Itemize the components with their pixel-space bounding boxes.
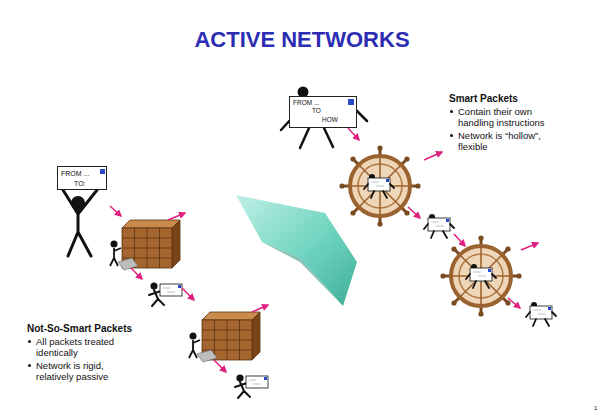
- envelope-text: FROM ...: [61, 170, 89, 177]
- ships-wheel: [339, 145, 420, 226]
- sender-figure: [63, 190, 97, 256]
- figure-limbs: [63, 190, 97, 256]
- flow-arrow: [182, 288, 194, 300]
- courier-figure: [149, 282, 182, 306]
- flow-arrow: [408, 207, 420, 218]
- flow-arrow: [521, 243, 538, 250]
- flow-arrow: [214, 360, 226, 372]
- figure-head: [111, 241, 118, 248]
- packet-walker: [526, 302, 556, 326]
- postage-stamp: [100, 169, 105, 174]
- transition-arrow-shade: [262, 242, 343, 306]
- bullet-text: Network is “hollow”, flexible: [449, 130, 559, 152]
- flow-arrow: [168, 213, 185, 220]
- figure-head: [190, 333, 197, 340]
- transition-arrow: [236, 195, 357, 306]
- packet-walker: [364, 174, 394, 198]
- slide-title: ACTIVE NETWORKS: [0, 27, 604, 53]
- bullet-text: Network is rigid, relatively passive: [27, 360, 132, 382]
- flow-arrow: [424, 152, 442, 160]
- flow-arrow: [348, 128, 359, 140]
- flow-arrow: [252, 305, 268, 312]
- smart-packet-figure: [281, 87, 367, 149]
- envelope-text: FROM ...: [293, 100, 319, 107]
- flow-arrow: [454, 234, 465, 246]
- panel-heading: Smart Packets: [449, 93, 569, 105]
- courier-figure: [235, 374, 268, 398]
- packet-walker: [466, 264, 496, 288]
- packet-pile: [118, 258, 138, 270]
- flow-arrows: [110, 128, 538, 372]
- envelope-text: TO:: [74, 180, 86, 187]
- envelope-node: FROM ... TO:: [57, 166, 107, 190]
- flow-arrow: [508, 298, 520, 308]
- flow-arrow: [131, 268, 142, 279]
- postage-stamp: [348, 99, 354, 105]
- bullet-text: All packets treated identically: [27, 336, 132, 358]
- flow-arrow: [110, 206, 121, 216]
- panel-heading: Not-So-Smart Packets: [27, 323, 167, 335]
- sorter-figure: [110, 241, 217, 363]
- ships-wheel: [440, 235, 521, 316]
- bullet-text: Contain their own handling instructions: [449, 106, 557, 128]
- packet-walker: [424, 214, 454, 238]
- envelope-text: TO: [312, 108, 321, 115]
- envelope-text: HOW: [322, 117, 338, 124]
- page-number: 1: [594, 405, 604, 412]
- envelope-node: FROM ...TOHOW: [289, 96, 357, 128]
